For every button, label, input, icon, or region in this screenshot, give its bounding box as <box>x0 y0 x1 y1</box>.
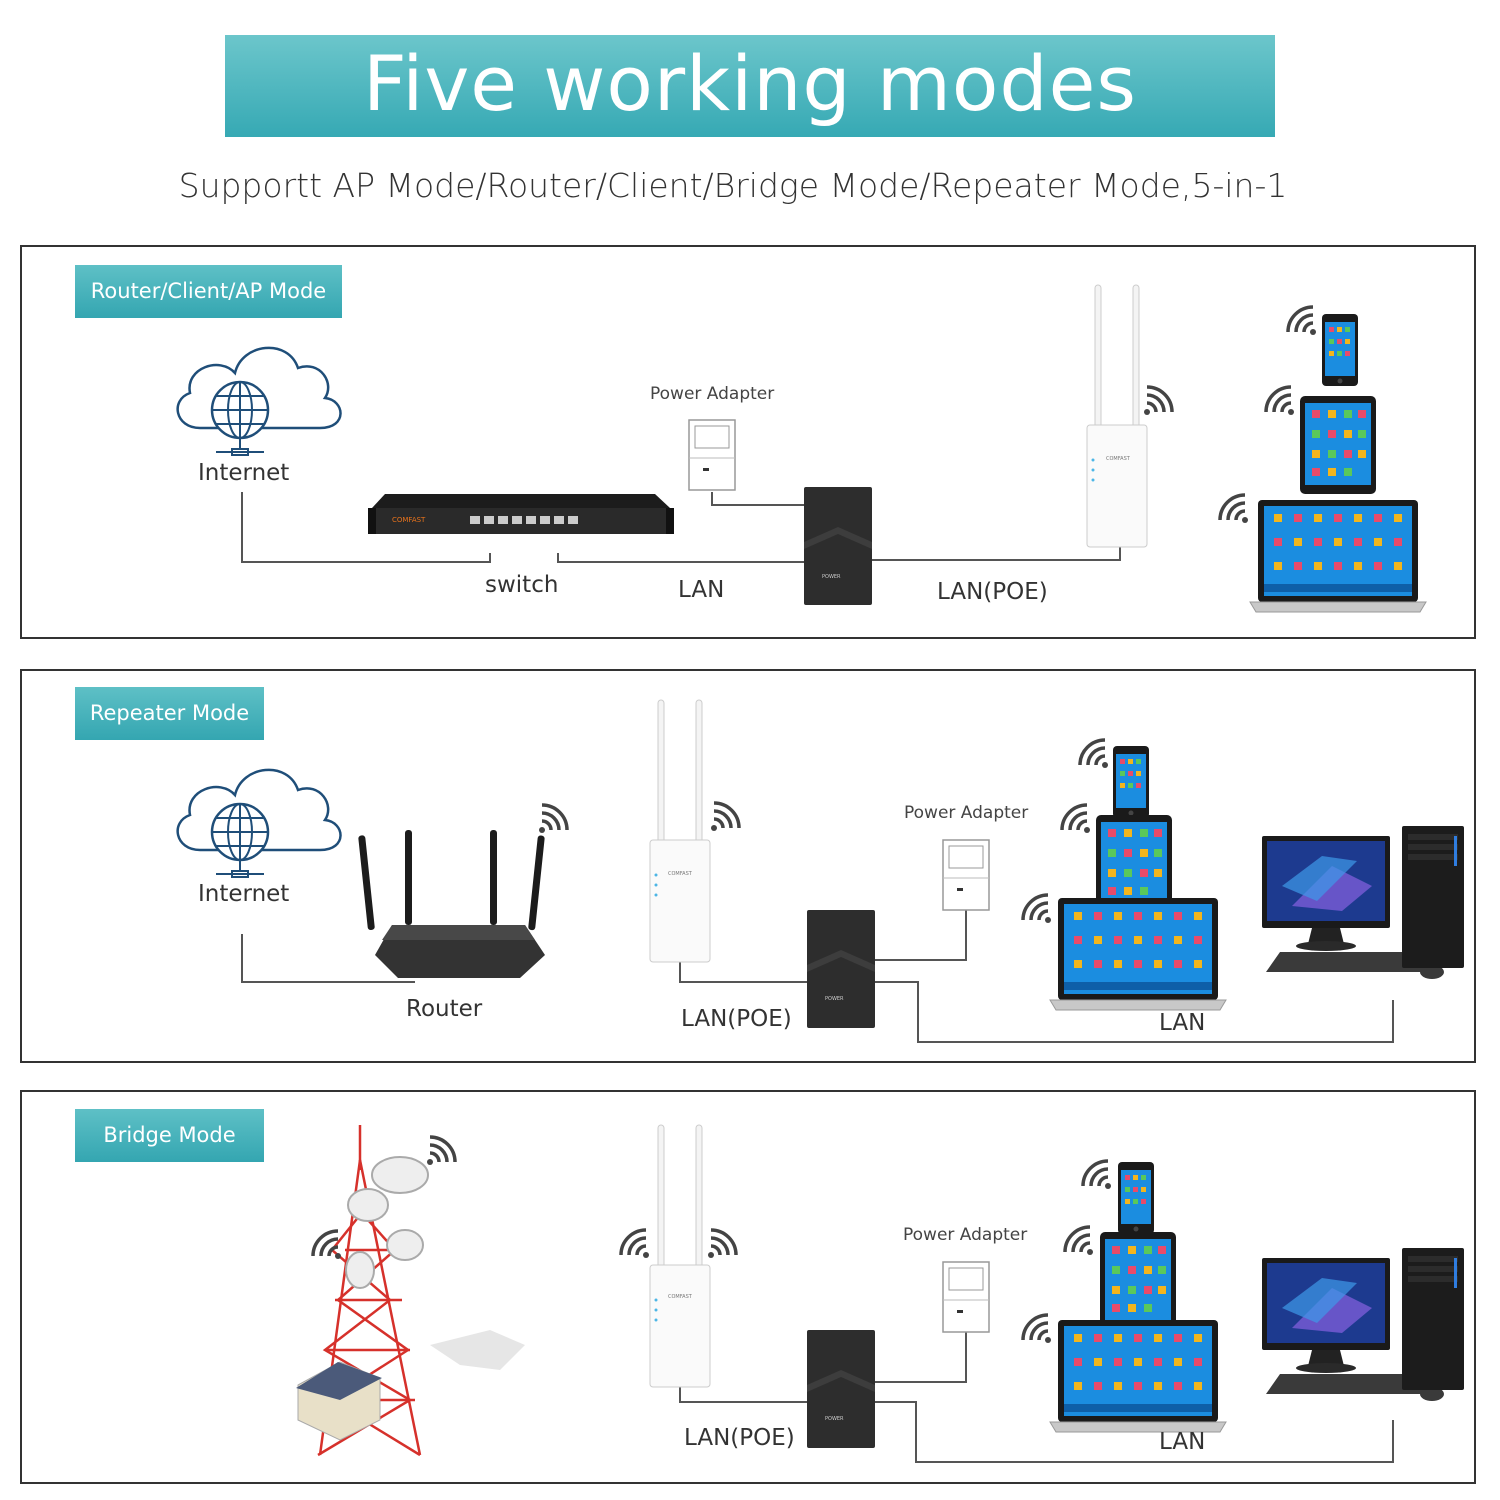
line-adapter-poe-2 <box>875 908 967 961</box>
label-lan-2: LAN <box>1159 1010 1206 1036</box>
ap-brand-text-3: COMFAST <box>668 1294 693 1300</box>
switch-brand-text: COMFAST <box>392 516 426 524</box>
satellite-dish-icon <box>371 1156 429 1194</box>
outdoor-ap-2 <box>649 699 711 963</box>
label-lan-poe-3: LAN(POE) <box>684 1425 795 1451</box>
tablet-icon-3 <box>1100 1232 1176 1330</box>
page-title: Five working modes <box>363 39 1137 128</box>
desktop-pc-icon <box>1262 826 1464 979</box>
tower-shadow <box>430 1330 525 1370</box>
line-poe-ap <box>870 545 1121 561</box>
label-switch: switch <box>485 572 559 598</box>
laptop-icon-2 <box>1049 897 1227 1011</box>
ap-wifi-icon <box>1142 385 1174 417</box>
poe-power-text: POWER <box>822 574 841 580</box>
label-internet: Internet <box>198 460 290 486</box>
label-power-adapter-3: Power Adapter <box>903 1225 1028 1245</box>
panel-router-client-ap <box>20 245 1476 639</box>
label-lan-poe: LAN(POE) <box>937 579 1048 605</box>
phone-icon <box>1322 314 1358 386</box>
mode-tag-router: Router/Client/AP Mode <box>75 265 342 318</box>
tablet-icon <box>1300 396 1376 494</box>
ap-wifi-icon-3 <box>706 1228 738 1260</box>
power-adapter-icon-3 <box>942 1261 990 1333</box>
tablet-wifi-icon-2 <box>1060 803 1092 835</box>
line-ap-poe-3 <box>679 1385 808 1403</box>
laptop-icon-3 <box>1049 1319 1227 1433</box>
line-internet-switch <box>241 492 491 563</box>
poe-power-text-2: POWER <box>825 996 844 1002</box>
label-lan-poe-2: LAN(POE) <box>681 1006 792 1032</box>
outdoor-ap <box>1086 284 1148 548</box>
satellite-dish-icon <box>347 1188 389 1222</box>
line-switch-poe <box>557 553 805 563</box>
line-adapter-poe-3 <box>875 1330 967 1383</box>
panel-repeater <box>20 669 1476 1063</box>
satellite-dish-icon <box>386 1229 424 1261</box>
title-banner: Five working modes <box>225 35 1275 137</box>
laptop-wifi-icon-3 <box>1021 1313 1053 1345</box>
router-icon <box>358 830 545 978</box>
phone-icon-3 <box>1118 1162 1154 1234</box>
outdoor-ap-3 <box>649 1124 711 1388</box>
laptop-wifi-icon-2 <box>1021 893 1053 925</box>
ap-wifi-icon-3-left <box>619 1228 651 1260</box>
poe-injector <box>804 487 872 605</box>
label-power-adapter: Power Adapter <box>650 384 775 404</box>
label-power-adapter-2: Power Adapter <box>904 803 1029 823</box>
line-adapter-poe <box>711 492 805 506</box>
poe-injector-2 <box>807 910 875 1028</box>
poe-injector-3 <box>807 1330 875 1448</box>
router-wifi-icon <box>537 803 569 835</box>
mode-tag-repeater: Repeater Mode <box>75 687 264 740</box>
phone-icon-2 <box>1113 746 1149 818</box>
ap-brand-text-2: COMFAST <box>668 871 693 877</box>
laptop-wifi-icon <box>1218 493 1250 525</box>
power-adapter-icon <box>688 419 736 491</box>
laptop-icon <box>1249 499 1427 613</box>
network-switch: COMFAST <box>368 494 674 534</box>
phone-wifi-icon-2 <box>1078 738 1110 770</box>
phone-wifi-icon <box>1286 305 1318 337</box>
mode-tag-bridge: Bridge Mode <box>75 1109 264 1162</box>
desktop-pc-icon-3 <box>1262 1248 1464 1401</box>
label-router: Router <box>406 996 483 1022</box>
label-lan-3: LAN <box>1159 1429 1206 1455</box>
internet-cloud-icon <box>176 346 342 457</box>
line-poe-pc-3 <box>875 1401 1394 1463</box>
panel-bridge <box>20 1090 1476 1484</box>
line-internet-router <box>241 934 415 983</box>
tablet-wifi-icon <box>1264 385 1296 417</box>
satellite-dish-icon <box>345 1251 375 1289</box>
tablet-wifi-icon-3 <box>1063 1225 1095 1257</box>
power-adapter-icon-2 <box>942 839 990 911</box>
building-icon <box>296 1361 382 1441</box>
tower-wifi-icon <box>425 1135 457 1167</box>
label-internet-2: Internet <box>198 881 290 907</box>
phone-wifi-icon-3 <box>1081 1159 1113 1191</box>
ap-wifi-icon-2 <box>709 801 741 833</box>
ap-brand-text: COMFAST <box>1106 456 1131 462</box>
internet-cloud-icon-2 <box>176 768 342 879</box>
poe-power-text-3: POWER <box>825 1416 844 1422</box>
line-ap-poe <box>679 962 808 983</box>
line-poe-pc <box>875 981 1394 1043</box>
page-subtitle: Supportt AP Mode/Router/Client/Bridge Mo… <box>178 166 1288 205</box>
label-lan: LAN <box>678 577 725 603</box>
